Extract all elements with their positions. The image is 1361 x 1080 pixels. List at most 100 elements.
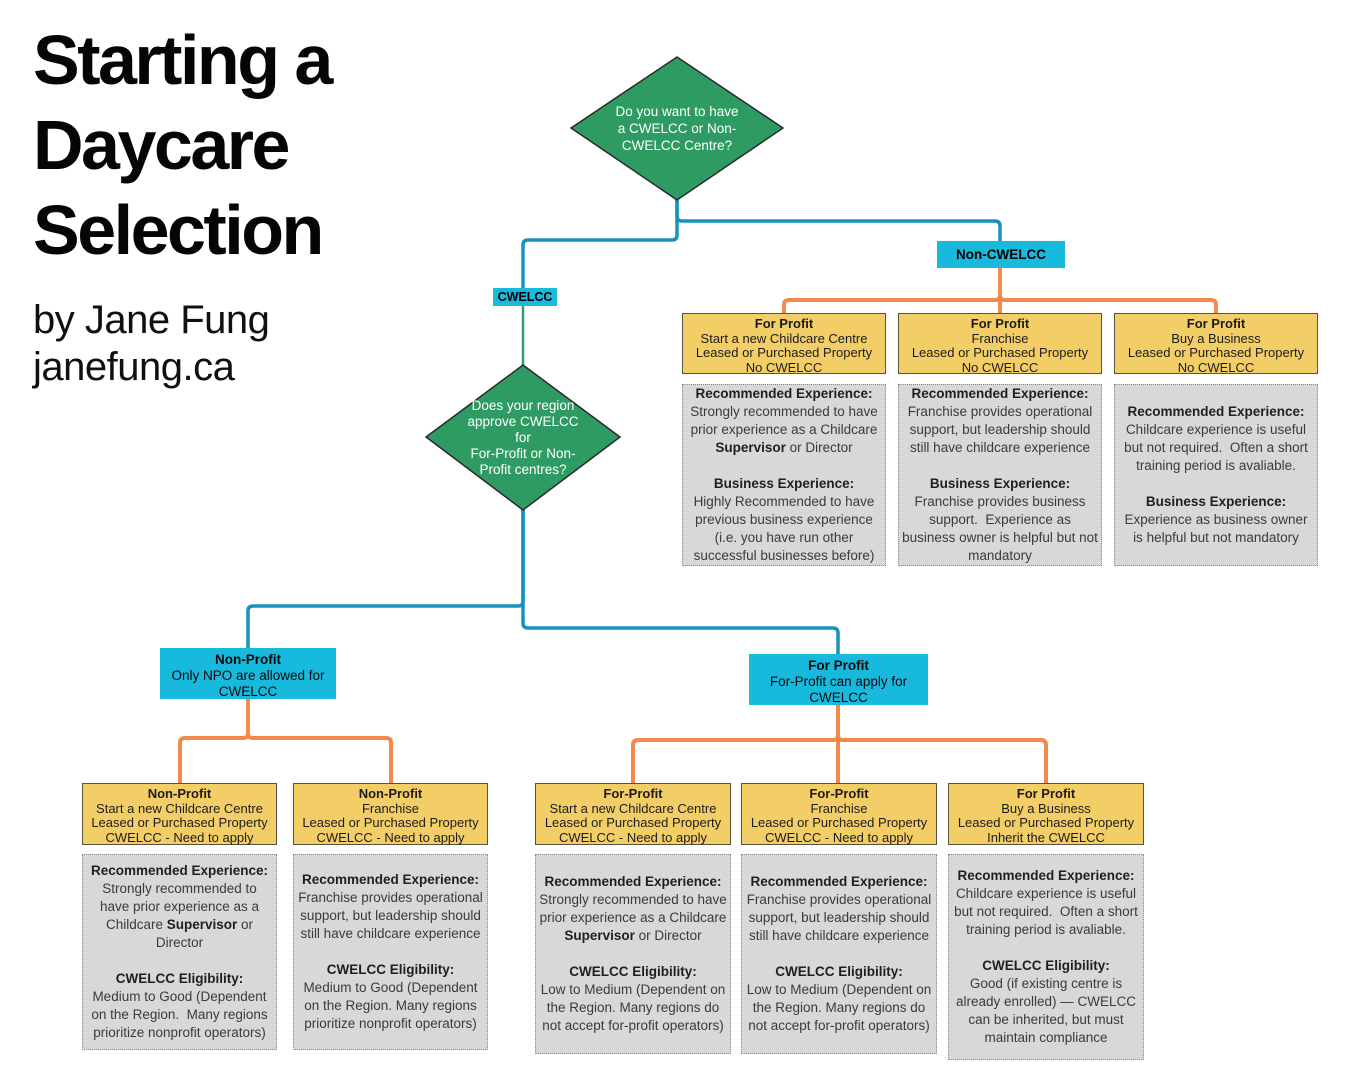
spacer <box>952 939 1140 957</box>
detail-body: Childcare experience is useful but not r… <box>952 885 1140 939</box>
detail-heading: Business Experience: <box>713 476 855 491</box>
detail-text: Strongly recommended to have prior exper… <box>690 404 882 437</box>
option-box-forprofit-new: For-Profit Start a new Childcare Centre … <box>535 783 731 845</box>
connector-q2-to-forprofit <box>521 508 840 655</box>
detail-text: or Director <box>155 917 257 950</box>
detail-heading: CWELCC Eligibility: <box>775 964 903 979</box>
detail-text-bold: Supervisor <box>166 917 238 932</box>
detail-text: Franchise provides operational support, … <box>907 404 1097 455</box>
detail-box-nonprofit-new: Recommended Experience: Strongly recomme… <box>82 854 277 1050</box>
detail-text: Childcare experience is useful but not r… <box>954 886 1142 937</box>
branch-node-desc: For-Profit can apply for CWELCC <box>769 674 908 705</box>
option-title: For Profit <box>970 316 1030 331</box>
branch-node-title: For Profit <box>808 658 869 673</box>
detail-text: Franchise provides operational support, … <box>298 890 487 941</box>
detail-body: Franchise provides operational support, … <box>902 403 1098 457</box>
connector-noncwelcc-right <box>998 268 1218 314</box>
detail-body: Strongly recommended to have prior exper… <box>86 880 273 952</box>
detail-box-noncwelcc-franchise: Recommended Experience: Franchise provid… <box>898 384 1102 566</box>
option-line: Leased or Purchased Property <box>91 815 268 830</box>
byline-block: by Jane Fung janefung.ca <box>33 297 331 391</box>
branch-label-cwelcc: CWELCC <box>493 288 557 306</box>
detail-body: Medium to Good (Dependent on the Region.… <box>303 980 482 1031</box>
option-box-noncwelcc-buy: For Profit Buy a Business Leased or Purc… <box>1114 313 1318 374</box>
connector-q1-to-noncwelcc <box>675 199 1002 242</box>
detail-box-nonprofit-franchise: Recommended Experience: Franchise provid… <box>293 854 488 1050</box>
option-line: CWELCC - Need to apply <box>764 829 914 845</box>
detail-box-forprofit-franchise: Recommended Experience: Franchise provid… <box>741 854 937 1054</box>
detail-heading: CWELCC Eligibility: <box>115 971 244 986</box>
option-line: Start a new Childcare Centre <box>96 800 263 816</box>
option-title: For-Profit <box>603 786 663 801</box>
decision-question-2: Does your region approve CWELCC for For-… <box>467 398 579 477</box>
detail-box-forprofit-buy: Recommended Experience: Childcare experi… <box>948 854 1144 1060</box>
connector-nonprofit-left <box>178 699 250 784</box>
detail-heading: Recommended Experience: <box>695 386 873 401</box>
detail-text: or Director <box>634 928 702 943</box>
detail-body: Good (if existing centre is already enro… <box>955 976 1140 1045</box>
detail-text: Childcare experience is useful but not r… <box>1124 422 1312 473</box>
option-title: For Profit <box>1016 786 1076 801</box>
title-block: Starting a Daycare Selection by Jane Fun… <box>33 18 333 391</box>
page-title-line: Starting a <box>33 21 333 99</box>
branch-label-non-cwelcc: Non-CWELCC <box>937 241 1065 268</box>
branch-node-title: Non-Profit <box>215 652 281 667</box>
connector-forprofit-left <box>631 705 840 784</box>
option-line: CWELCC - Need to apply <box>558 829 708 845</box>
detail-heading: Recommended Experience: <box>957 868 1135 883</box>
detail-box-forprofit-new: Recommended Experience: Strongly recomme… <box>535 854 731 1054</box>
connector-noncwelcc-left <box>782 268 1002 314</box>
spacer <box>902 457 1098 475</box>
detail-body: Franchise provides operational support, … <box>297 889 484 943</box>
option-title: For-Profit <box>809 786 869 801</box>
option-line: Franchise <box>810 800 868 816</box>
detail-text: or Director <box>785 440 853 455</box>
detail-body: Franchise provides business support. Exp… <box>902 494 1102 563</box>
option-line: Franchise <box>971 330 1029 346</box>
decision-diamond-2 <box>424 364 622 511</box>
detail-heading: CWELCC Eligibility: <box>326 962 455 977</box>
option-title: Non-Profit <box>358 786 423 801</box>
option-line: Leased or Purchased Property <box>544 815 722 830</box>
detail-box-noncwelcc-new: Recommended Experience: Strongly recomme… <box>682 384 886 566</box>
website: janefung.ca <box>33 345 235 389</box>
detail-heading: Recommended Experience: <box>90 863 269 878</box>
detail-body: Low to Medium (Dependent on the Region. … <box>540 982 730 1033</box>
detail-text-bold: Supervisor <box>715 440 786 455</box>
detail-body: Low to Medium (Dependent on the Region. … <box>746 982 936 1033</box>
spacer <box>539 945 727 963</box>
detail-text: Strongly recommended to have prior exper… <box>539 892 731 925</box>
detail-body: Highly Recommended to have previous busi… <box>693 494 879 563</box>
spacer <box>686 457 882 475</box>
option-line: Leased or Purchased Property <box>1127 345 1305 360</box>
detail-heading: Recommended Experience: <box>750 874 928 889</box>
detail-body: Strongly recommended to have prior exper… <box>686 403 882 457</box>
option-box-noncwelcc-new: For Profit Start a new Childcare Centre … <box>682 313 886 374</box>
option-line: CWELCC - Need to apply <box>105 829 254 845</box>
detail-box-noncwelcc-buy: Recommended Experience: Childcare experi… <box>1114 384 1318 566</box>
connector-q2-to-nonprofit <box>246 508 525 649</box>
connector-q1-to-cwelcc <box>521 199 679 289</box>
branch-node-nonprofit: Non-Profit Only NPO are allowed for CWEL… <box>160 648 336 699</box>
option-box-forprofit-franchise: For-Profit Franchise Leased or Purchased… <box>741 783 937 845</box>
decision-diamond-1 <box>569 56 785 201</box>
detail-body: Medium to Good (Dependent on the Region.… <box>91 989 272 1040</box>
branch-node-desc: Only NPO are allowed for CWELCC <box>171 668 325 699</box>
option-box-forprofit-buy: For Profit Buy a Business Leased or Purc… <box>948 783 1144 845</box>
byline: by Jane Fung <box>33 298 270 342</box>
detail-heading: Business Experience: <box>1145 494 1287 509</box>
option-line: Franchise <box>361 800 420 816</box>
detail-body: Strongly recommended to have prior exper… <box>539 891 727 945</box>
detail-body: Childcare experience is useful but not r… <box>1118 421 1314 475</box>
detail-heading: Recommended Experience: <box>911 386 1089 401</box>
detail-text: Franchise provides operational support, … <box>746 892 936 943</box>
connector-nonprofit-right <box>246 699 393 784</box>
option-box-nonprofit-new: Non-Profit Start a new Childcare Centre … <box>82 783 277 845</box>
decision-question-1: Do you want to have a CWELCC or Non- CWE… <box>615 104 739 153</box>
option-line: Start a new Childcare Centre <box>700 330 868 346</box>
option-box-noncwelcc-franchise: For Profit Franchise Leased or Purchased… <box>898 313 1102 374</box>
detail-text: Strongly recommended to have prior exper… <box>99 881 263 932</box>
option-line: Start a new Childcare Centre <box>549 800 717 816</box>
option-line: No CWELCC <box>961 359 1039 375</box>
